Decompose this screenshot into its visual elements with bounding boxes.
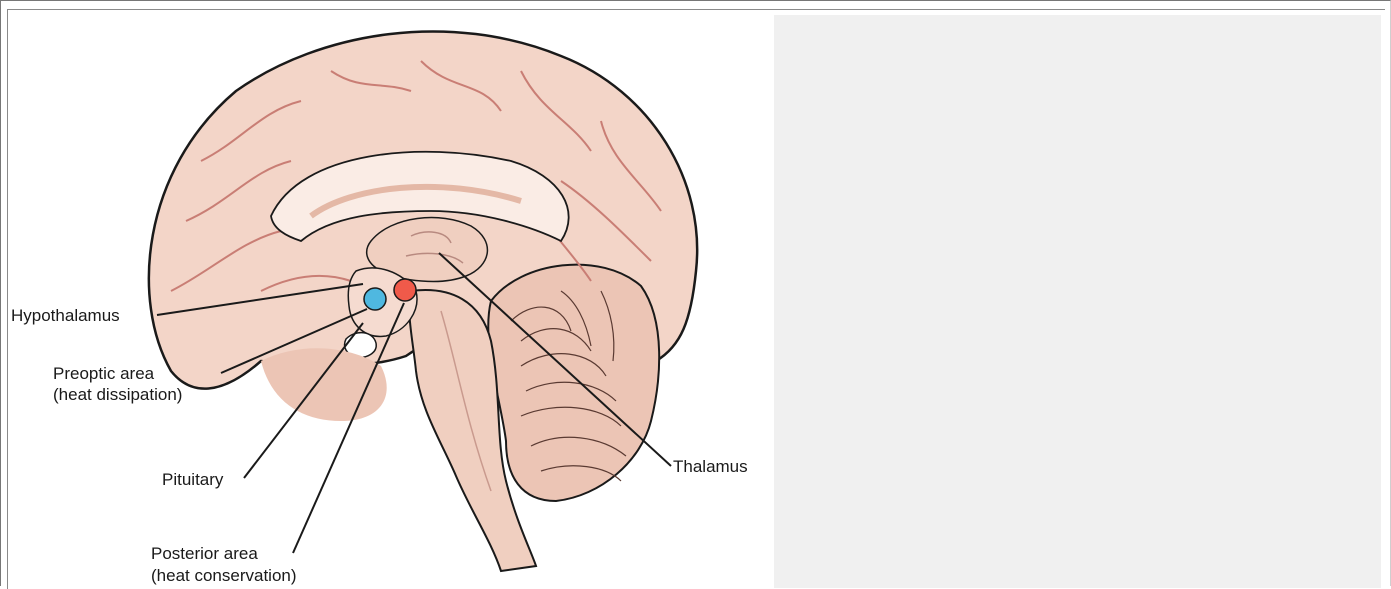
label-posterior-line1: Posterior area: [151, 544, 258, 563]
label-pituitary: Pituitary: [162, 470, 224, 489]
brain-diagram: Hypothalamus Preoptic area (heat dissipa…: [8, 10, 774, 588]
preoptic-marker: [364, 288, 386, 310]
label-hypothalamus: Hypothalamus: [11, 306, 120, 325]
blank-panel: [774, 15, 1381, 588]
label-preoptic-line1: Preoptic area: [53, 364, 155, 383]
posterior-marker: [394, 279, 416, 301]
label-preoptic-line2: (heat dissipation): [53, 385, 182, 404]
label-thalamus: Thalamus: [673, 457, 748, 476]
label-posterior-line2: (heat conservation): [151, 566, 297, 585]
